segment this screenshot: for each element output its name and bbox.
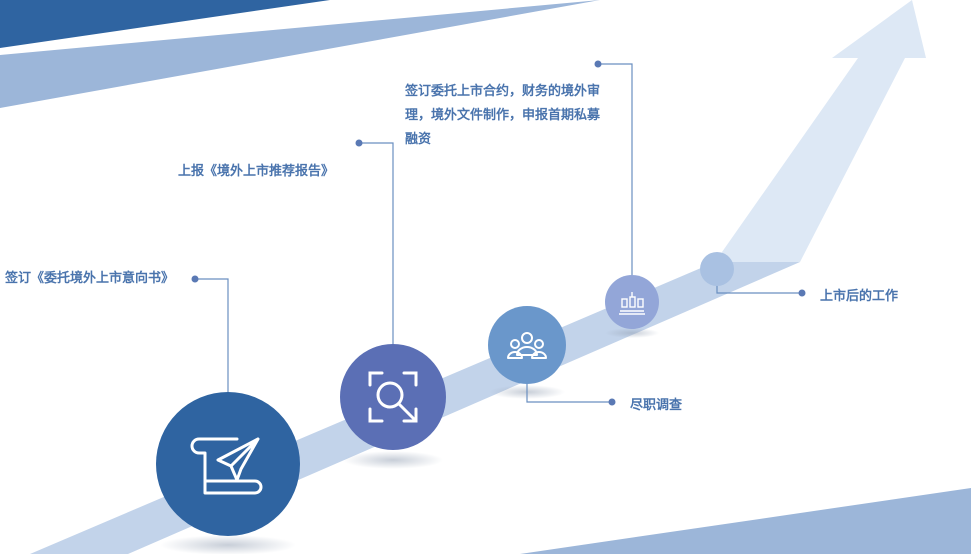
connector-step-3 <box>526 380 612 403</box>
step-circle-5 <box>700 252 734 286</box>
connector-dots <box>191 60 806 406</box>
connector-dot-5 <box>798 289 806 297</box>
circle-shadow-1 <box>160 535 296 554</box>
connector-step-2 <box>359 142 394 344</box>
step-label-5: 上市后的工作 <box>820 289 899 304</box>
connector-step-4 <box>598 63 633 275</box>
connector-step-5 <box>716 283 802 294</box>
connector-dot-3 <box>608 398 616 406</box>
connector-dot-1 <box>191 275 199 283</box>
step-circle-2 <box>340 344 446 450</box>
signing-desk-icon <box>619 292 645 315</box>
scroll-paper-plane-icon <box>190 437 263 495</box>
top-left-band-dark <box>0 0 330 48</box>
connector-dot-4 <box>594 60 602 68</box>
scan-search-icon <box>368 371 418 423</box>
connectors <box>195 63 802 403</box>
circle-shadow-4 <box>605 328 659 338</box>
team-people-icon <box>507 332 547 359</box>
step-circle-4 <box>605 275 659 329</box>
step-label-2: 上报《境外上市推荐报告》 <box>178 164 335 179</box>
step-label-1: 签订《委托境外上市意向书》 <box>5 271 175 286</box>
connector-step-1 <box>195 278 229 392</box>
step-label-3: 尽职调查 <box>630 398 683 413</box>
step-circle-3 <box>488 306 566 384</box>
top-left-band-light <box>0 0 600 108</box>
circle-shadow-2 <box>343 451 443 469</box>
growth-arrow <box>715 0 926 262</box>
connector-dot-2 <box>355 139 363 147</box>
bottom-right-band <box>520 488 971 554</box>
step-label-4: 签订委托上市合约，财务的境外审理，境外文件制作，申报首期私募融资 <box>405 84 601 147</box>
